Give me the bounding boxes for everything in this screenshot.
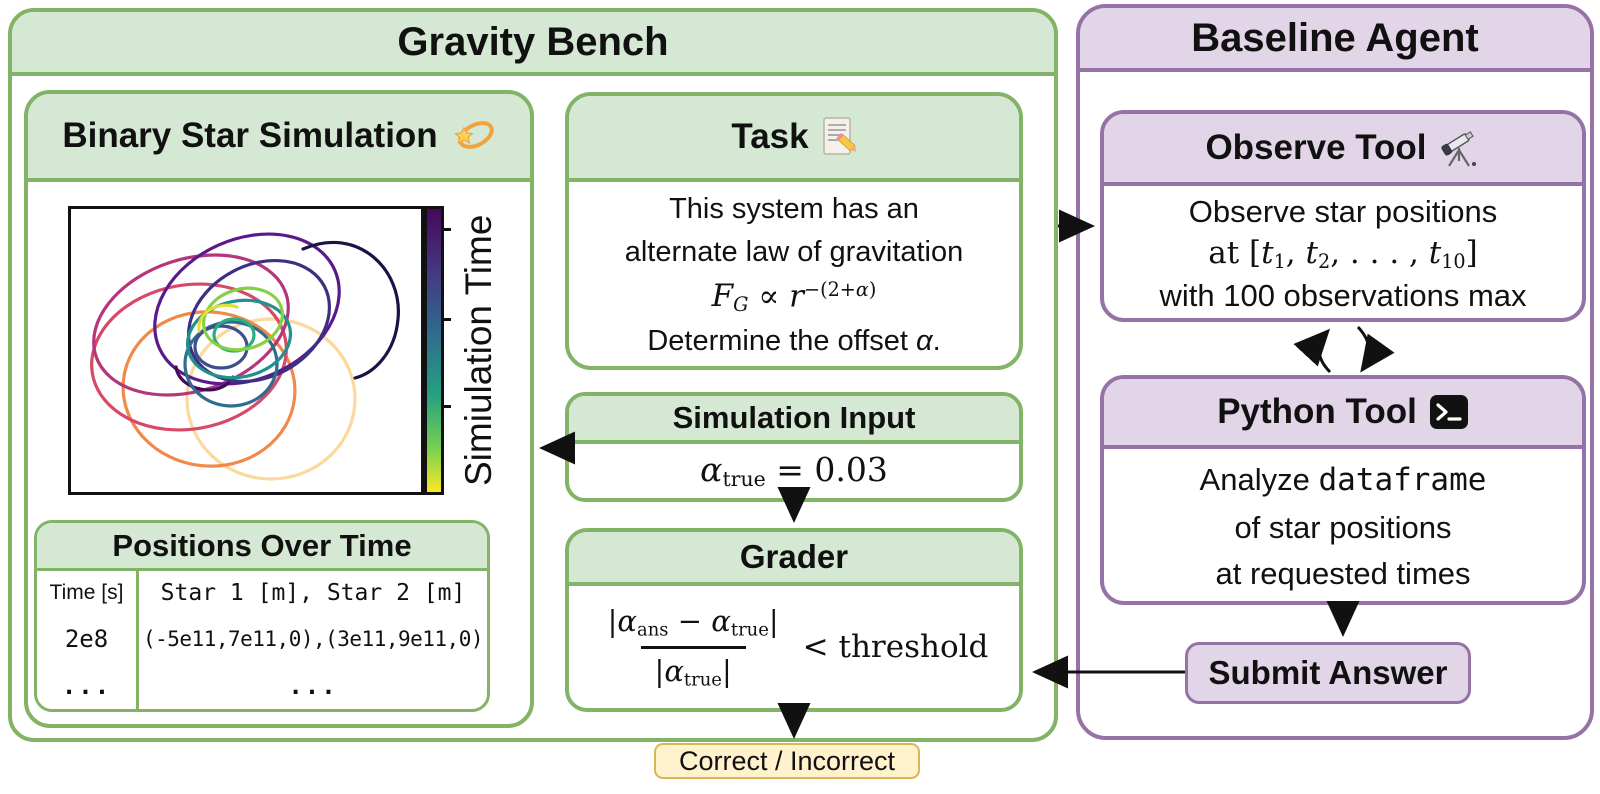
python-line-3: at requested times (1215, 556, 1471, 592)
observe-line-1: Observe star positions (1188, 193, 1498, 229)
gravity-bench-title: Gravity Bench (397, 19, 669, 64)
task-formula: FG ∝ r−(2+α) (711, 277, 877, 316)
table-cell-stars: (-5e11,7e11,0),(3e11,9e11,0) (142, 626, 484, 651)
colorbar-tick (444, 228, 451, 231)
binary-star-simulation-title: Binary Star Simulation (62, 116, 438, 155)
binary-star-simulation-header: Binary Star Simulation (28, 94, 530, 182)
baseline-agent-header: Baseline Agent (1080, 8, 1590, 72)
python-tool-title: Python Tool (1217, 392, 1417, 431)
observe-line-2: at [t1, t2, . . . , t10] (1208, 234, 1478, 273)
grader-denominator: |αtrue| (640, 645, 746, 690)
positions-over-time-header: Positions Over Time (37, 523, 487, 571)
python-line-2: of star positions (1234, 509, 1452, 545)
baseline-agent-title: Baseline Agent (1191, 15, 1479, 60)
simulation-input-box: Simulation Input αtrue = 0.03 (565, 392, 1023, 502)
table-cell-time-ellipsis: ... (37, 662, 139, 709)
observe-line-3: with 100 observations max (1159, 278, 1527, 314)
orbit-plot (68, 206, 424, 495)
colorbar-tick (444, 405, 451, 408)
table-col-header-time: Time [s] (37, 571, 139, 616)
task-box: Task T (565, 92, 1023, 370)
dizzy-star-icon (450, 115, 496, 157)
task-line-2: alternate law of gravitation (624, 235, 964, 268)
terminal-icon (1429, 394, 1469, 430)
positions-table: Time [s] Star 1 [m], Star 2 [m] 2e8 (-5e… (37, 571, 487, 709)
observe-tool-header: Observe Tool (1104, 114, 1582, 186)
submit-answer-button: Submit Answer (1185, 642, 1471, 704)
table-col-header-stars: Star 1 [m], Star 2 [m] (160, 580, 466, 607)
grader-fraction: |αans − αtrue| |αtrue| (600, 604, 787, 690)
python-tool-body: Analyze dataframe of star positions at r… (1104, 449, 1582, 601)
grader-body: |αans − αtrue| |αtrue| < threshold (569, 586, 1019, 708)
task-header: Task (569, 96, 1019, 182)
table-cell-stars-ellipsis: ... (288, 671, 338, 700)
observe-tool-title: Observe Tool (1205, 128, 1427, 167)
task-line-1: This system has an (669, 193, 919, 226)
table-cell-time: 2e8 (37, 615, 139, 663)
colorbar-label: Simiulation Time (458, 214, 499, 487)
colorbar-tick (444, 318, 451, 321)
outcome-badge: Correct / Incorrect (654, 743, 920, 779)
memo-pencil-icon (821, 116, 857, 158)
telescope-icon (1439, 128, 1481, 168)
grader-comparison: < threshold (802, 629, 989, 665)
python-line-1: Analyze dataframe (1199, 462, 1487, 499)
positions-over-time-title: Positions Over Time (112, 527, 412, 563)
observe-tool-box: Observe Tool Observe star positions at [… (1100, 110, 1586, 322)
simulation-input-header: Simulation Input (569, 396, 1019, 444)
positions-over-time-box: Positions Over Time Time [s] Star 1 [m],… (34, 520, 490, 712)
grader-numerator: |αans − αtrue| (607, 604, 779, 641)
simulation-input-title: Simulation Input (672, 400, 916, 435)
python-tool-header: Python Tool (1104, 379, 1582, 449)
gravity-bench-header: Gravity Bench (12, 12, 1054, 76)
task-body: This system has an alternate law of grav… (569, 182, 1019, 366)
observe-tool-body: Observe star positions at [t1, t2, . . .… (1104, 186, 1582, 318)
python-tool-box: Python Tool Analyze dataframe of star po… (1100, 375, 1586, 605)
simulation-input-value: αtrue = 0.03 (700, 449, 888, 491)
orbit-trajectories (90, 232, 400, 481)
grader-header: Grader (569, 532, 1019, 586)
grader-title: Grader (739, 538, 849, 575)
task-title: Task (731, 117, 809, 156)
colorbar (424, 206, 444, 495)
simulation-input-body: αtrue = 0.03 (569, 444, 1019, 498)
task-line-4: Determine the offset α. (647, 325, 941, 358)
grader-box: Grader |αans − αtrue| |αtrue| < threshol… (565, 528, 1023, 712)
